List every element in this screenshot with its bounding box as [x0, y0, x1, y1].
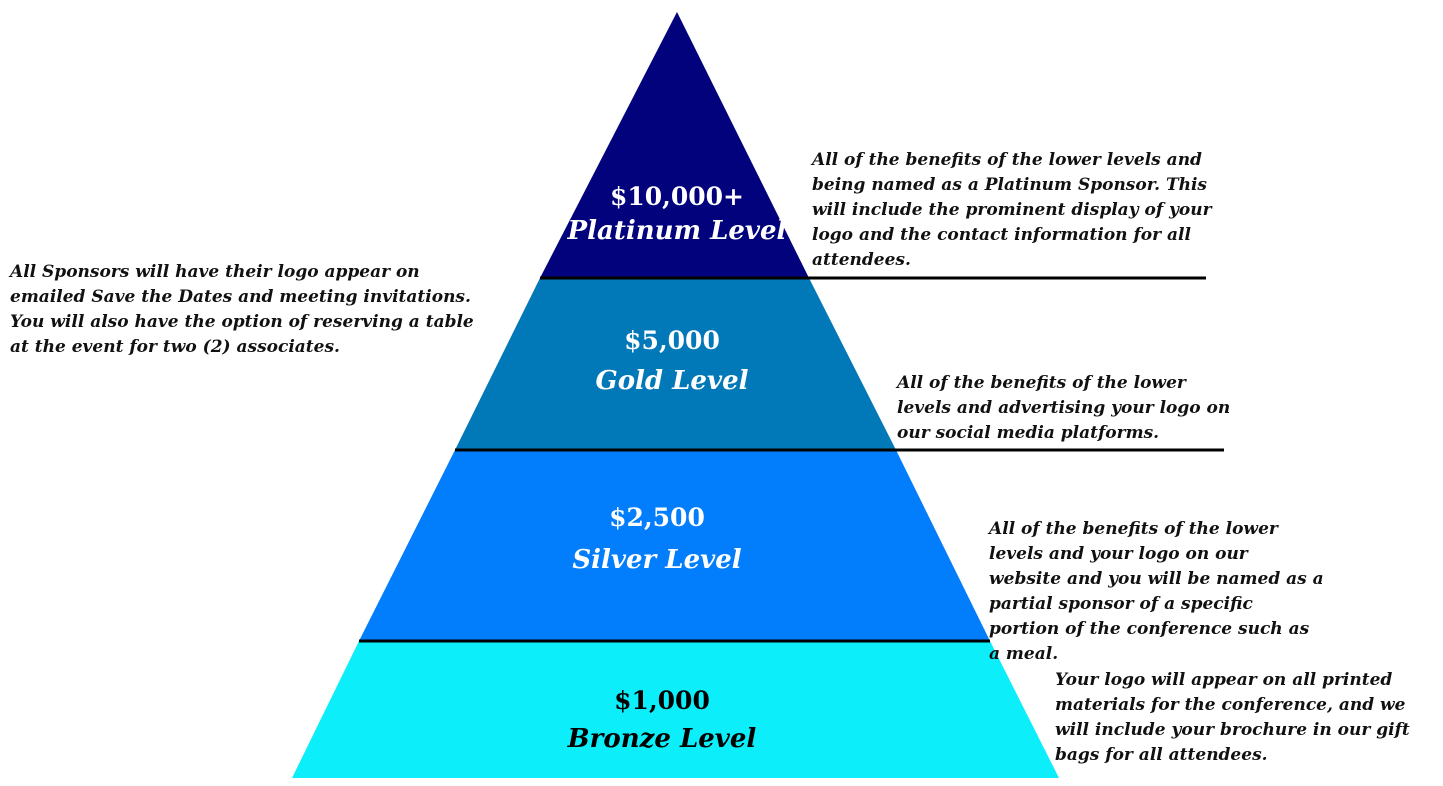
tier-platinum-price: $10,000+: [609, 182, 745, 211]
tier-platinum-level: Platinum Level: [567, 216, 787, 246]
intro-note: All Sponsors will have their logo appear…: [10, 262, 474, 357]
tier-silver-price: $2,500: [609, 503, 705, 532]
tier-silver-description: All of the benefits of the lower levels …: [989, 519, 1324, 664]
tier-gold-level: Gold Level: [595, 366, 749, 396]
tier-gold-label: $5,000 Gold Level: [552, 324, 792, 398]
tier-bronze-level: Bronze Level: [567, 724, 757, 754]
tier-gold-description: All of the benefits of the lower levels …: [897, 373, 1231, 443]
tier-gold-shape: [455, 278, 896, 450]
tier-bronze-price: $1,000: [614, 686, 710, 715]
tier-platinum-description: All of the benefits of the lower levels …: [812, 150, 1212, 270]
tier-silver-shape: [359, 450, 990, 641]
tier-platinum-label: $10,000+ Platinum Level: [557, 180, 797, 248]
tier-gold-price: $5,000: [624, 326, 720, 355]
tier-bronze-label: $1,000 Bronze Level: [537, 684, 787, 756]
tier-silver-label: $2,500 Silver Level: [537, 501, 777, 577]
tier-bronze-description: Your logo will appear on all printed mat…: [1055, 670, 1410, 765]
tier-bronze-shape: [292, 641, 1059, 778]
tier-platinum-shape: [540, 12, 809, 278]
tier-silver-level: Silver Level: [572, 545, 742, 575]
